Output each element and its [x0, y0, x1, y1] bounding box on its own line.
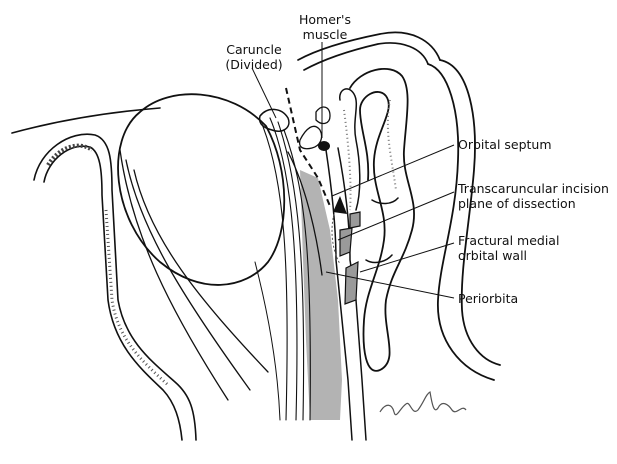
horners-muscle-label: Homer's muscle — [290, 12, 360, 42]
orbital-septum-text: Orbital septum — [458, 137, 552, 152]
periorbita-text: Periorbita — [458, 291, 518, 306]
fractural-wall-label: Fractural medial orbital wall — [458, 233, 559, 263]
fractural-label-line1: Fractural medial — [458, 233, 559, 248]
caruncle-label-line2: (Divided) — [219, 57, 289, 72]
horners-label-line2: muscle — [290, 27, 360, 42]
periorbita-label: Periorbita — [458, 291, 518, 306]
eyelid-skin — [12, 108, 196, 440]
transcaruncular-label-line2: plane of dissection — [458, 196, 609, 211]
fractural-label-line2: orbital wall — [458, 248, 559, 263]
orbital-septum-label: Orbital septum — [458, 137, 552, 152]
horners-label-line1: Homer's — [290, 12, 360, 27]
transcaruncular-label-line1: Transcaruncular incision — [458, 181, 609, 196]
caruncle-label: Caruncle (Divided) — [219, 42, 289, 72]
artist-signature — [380, 392, 466, 415]
transcaruncular-label: Transcaruncular incision plane of dissec… — [458, 181, 609, 211]
extraocular-muscle — [120, 118, 310, 420]
leader-caruncle — [252, 68, 276, 118]
caruncle-label-line1: Caruncle — [219, 42, 289, 57]
globe — [118, 94, 284, 285]
